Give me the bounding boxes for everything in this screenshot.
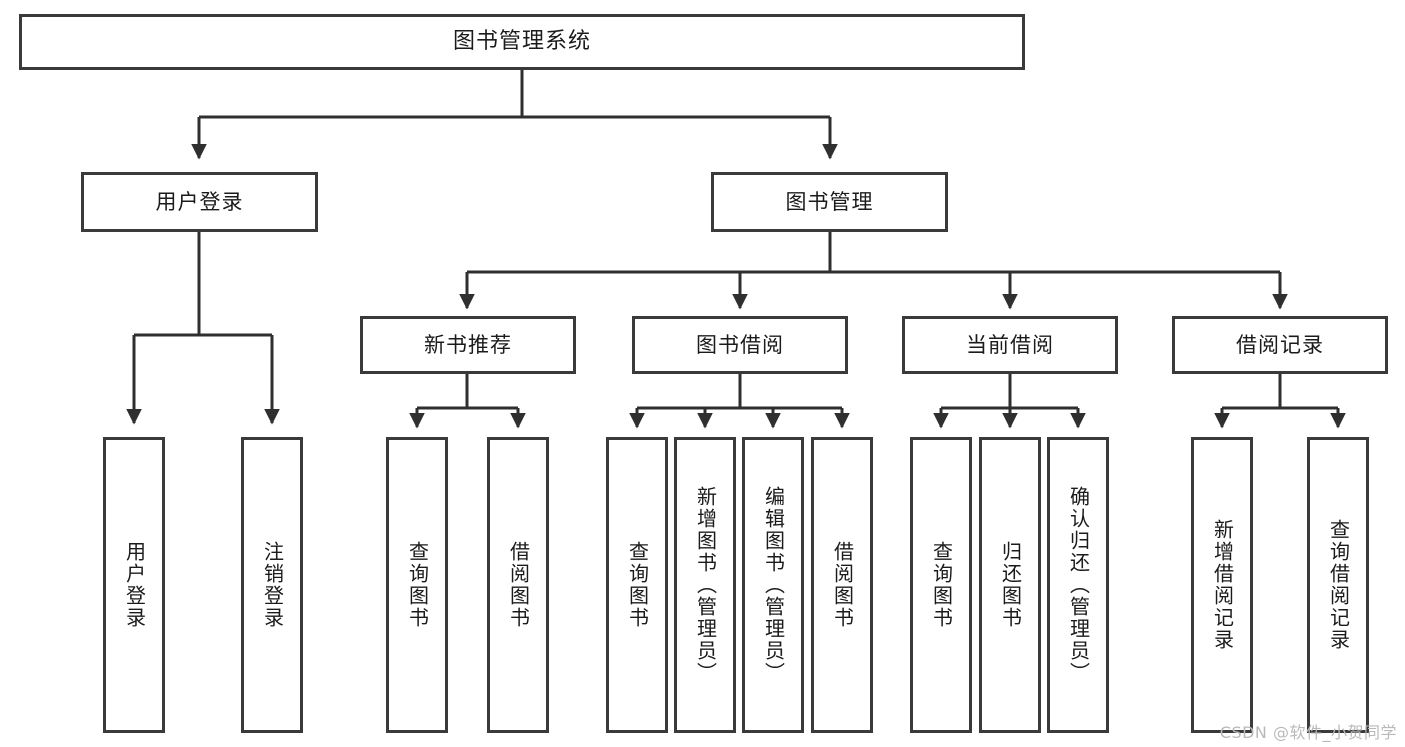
- node-borrow-record[interactable]: 借阅记录: [1172, 316, 1388, 374]
- leaf-add-borrow-record[interactable]: 新增借阅记录: [1191, 437, 1253, 733]
- node-label: 用户登录: [155, 189, 244, 214]
- node-label: 查询图书: [929, 541, 954, 629]
- node-new-book-recommend[interactable]: 新书推荐: [360, 316, 576, 374]
- node-user-login[interactable]: 用户登录: [81, 172, 318, 232]
- node-label: 编辑图书（管理员）: [761, 486, 786, 684]
- leaf-query-book-recommend[interactable]: 查询图书: [386, 437, 448, 733]
- node-label: 图书借阅: [696, 332, 784, 357]
- node-label: 查询借阅记录: [1326, 519, 1351, 651]
- node-label: 归还图书: [998, 541, 1023, 629]
- leaf-query-book-borrow[interactable]: 查询图书: [606, 437, 668, 733]
- leaf-return-book[interactable]: 归还图书: [979, 437, 1041, 733]
- leaf-borrow-book-borrow[interactable]: 借阅图书: [811, 437, 873, 733]
- leaf-add-book[interactable]: 新增图书（管理员）: [674, 437, 736, 733]
- leaf-query-book-current[interactable]: 查询图书: [910, 437, 972, 733]
- leaf-borrow-book-recommend[interactable]: 借阅图书: [487, 437, 549, 733]
- leaf-confirm-return[interactable]: 确认归还（管理员）: [1047, 437, 1109, 733]
- node-label: 用户登录: [122, 541, 147, 629]
- leaf-edit-book[interactable]: 编辑图书（管理员）: [742, 437, 804, 733]
- node-label: 查询图书: [405, 541, 430, 629]
- node-label: 确认归还（管理员）: [1066, 486, 1091, 684]
- leaf-query-borrow-record[interactable]: 查询借阅记录: [1307, 437, 1369, 733]
- node-current-borrow[interactable]: 当前借阅: [902, 316, 1118, 374]
- node-book-borrow[interactable]: 图书借阅: [632, 316, 848, 374]
- node-label: 图书管理系统: [452, 29, 591, 55]
- leaf-user-login[interactable]: 用户登录: [103, 437, 165, 733]
- node-label: 借阅图书: [506, 541, 531, 629]
- csdn-watermark: CSDN @软件_小贺同学: [1219, 723, 1397, 742]
- node-label: 当前借阅: [966, 332, 1054, 357]
- node-label: 新增图书（管理员）: [693, 486, 718, 684]
- leaf-logout-login[interactable]: 注销登录: [241, 437, 303, 733]
- node-book-manage[interactable]: 图书管理: [711, 172, 948, 232]
- node-label: 借阅记录: [1236, 332, 1324, 357]
- node-root-system[interactable]: 图书管理系统: [19, 14, 1025, 70]
- node-label: 查询图书: [625, 541, 650, 629]
- node-label: 注销登录: [260, 541, 285, 629]
- node-label: 新增借阅记录: [1210, 519, 1235, 651]
- node-label: 借阅图书: [830, 541, 855, 629]
- node-label: 图书管理: [785, 189, 874, 214]
- node-label: 新书推荐: [424, 332, 512, 357]
